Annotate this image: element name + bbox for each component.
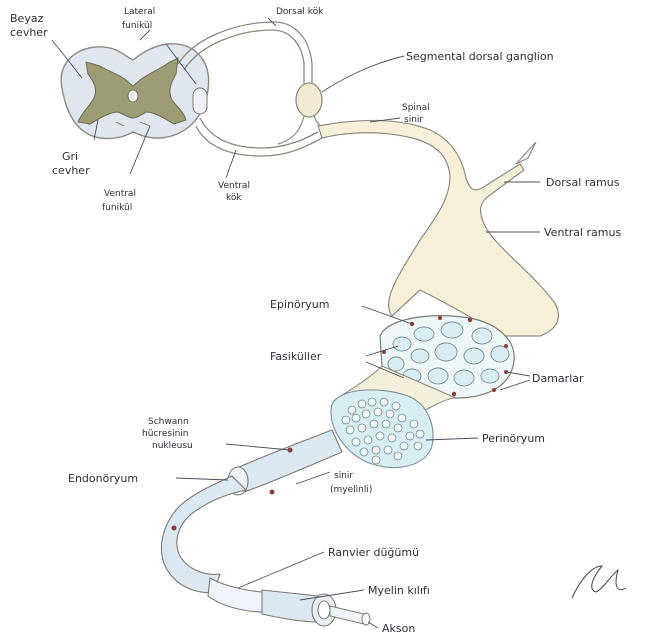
label-endonoryum: Endonöryum: [68, 472, 138, 485]
lateral-funiculus-shape: [193, 88, 207, 114]
label-gri-cevher-1: Gri: [62, 150, 78, 163]
label-spinal-sinir-2: sinir: [404, 115, 423, 125]
myelin-segment-upper: [232, 430, 342, 492]
label-lateral-funikul-1: Lateral: [124, 7, 155, 17]
myelin-segment-bend: [161, 476, 246, 593]
label-schwann-2: hücresinin: [142, 429, 189, 439]
ventral-root: [200, 118, 318, 148]
label-ventral-kok-2: kök: [226, 193, 242, 203]
label-ranvier: Ranvier düğümü: [328, 546, 419, 559]
artist-signature: [572, 566, 626, 598]
dorsal-root-ganglion: [296, 83, 322, 117]
central-canal: [128, 90, 138, 102]
label-schwann-3: nukleusu: [152, 441, 193, 451]
label-akson: Akson: [382, 622, 415, 635]
fascicle-section: [331, 390, 433, 468]
axon-core: [330, 606, 364, 624]
ranvier-node-segment: [208, 578, 264, 612]
label-ventral-funikul-1: Ventral: [104, 189, 136, 199]
label-ventral-kok-1: Ventral: [218, 181, 250, 191]
label-perinoryum: Perinöryum: [482, 432, 545, 445]
label-damarlar: Damarlar: [532, 372, 584, 385]
label-beyaz-cevher-2: cevher: [10, 26, 48, 39]
label-sinir-myelinli-2: (myelinli): [330, 485, 372, 495]
label-epinoryum: Epinöryum: [270, 298, 329, 311]
nerve-roots: [178, 22, 558, 336]
spinal-nerve: [318, 120, 558, 336]
myelinated-fiber: [161, 430, 370, 626]
label-sinir-myelinli-1: sinir: [334, 471, 353, 481]
label-dorsal-ramus: Dorsal ramus: [546, 176, 620, 189]
myelin-sheath-segment: [262, 590, 318, 622]
label-lateral-funikul-2: funikül: [122, 21, 152, 31]
label-ventral-ramus: Ventral ramus: [544, 226, 621, 239]
dorsal-ramus-arrow: [516, 142, 536, 164]
label-fasikuller: Fasiküller: [270, 350, 322, 363]
label-segmental-ganglion: Segmental dorsal ganglion: [406, 50, 554, 63]
label-myelin: Myelin kılıfı: [368, 584, 430, 597]
label-spinal-sinir-1: Spinal: [402, 103, 430, 113]
label-schwann-1: Schwann: [148, 417, 189, 427]
spinal-cord-section: [61, 44, 208, 139]
label-dorsal-kok: Dorsal kök: [276, 7, 324, 17]
label-ventral-funikul-2: funikül: [102, 203, 132, 213]
label-beyaz-cevher-1: Beyaz: [10, 12, 44, 25]
label-gri-cevher-2: cevher: [52, 164, 90, 177]
